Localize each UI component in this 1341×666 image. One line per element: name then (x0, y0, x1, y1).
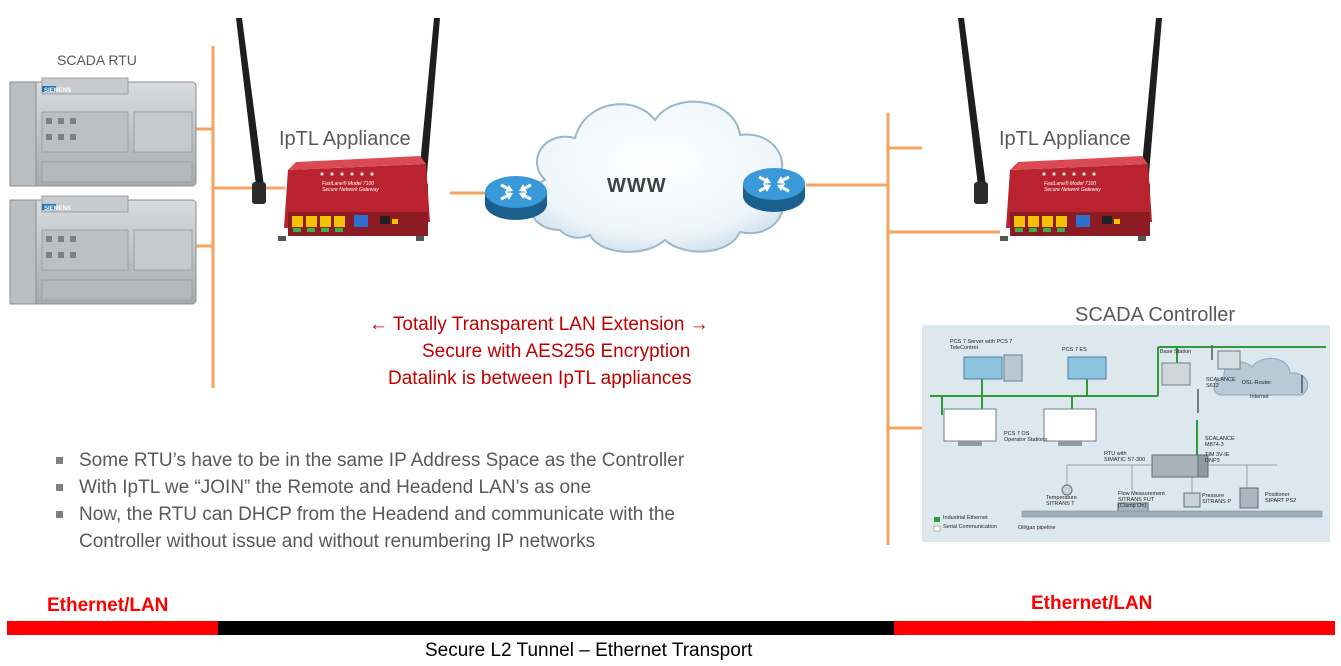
pcs7-server-label: PCS 7 Server with PCS 7 TeleControl (950, 339, 1013, 351)
pcs7-es-label: PCS 7 ES (1062, 347, 1087, 353)
www-label: WWW (607, 175, 667, 197)
base-station-label: Base Station (1160, 349, 1192, 355)
ethernet-bar-left (7, 621, 218, 635)
iptl-right-model: FastLane® Model 7100 Secure Network Gate… (1044, 181, 1101, 193)
tunnel-label: Secure L2 Tunnel – Ethernet Transport (425, 640, 753, 661)
lan-extension-text: ← Totally Transparent LAN Extension → (369, 314, 709, 335)
ethernet-lan-left-label: Ethernet/LAN (47, 595, 169, 616)
flow-label: Flow Measurement SITRANS FUT (Clamp On) (1118, 491, 1165, 509)
scada-rtu-label: SCADA RTU (57, 52, 137, 68)
router-right-icon (743, 168, 805, 212)
rtu-simatic-label: RTU with SIMATIC S7-300 (1104, 451, 1146, 463)
internet-cloud (528, 100, 785, 253)
iptl-appliance-left-label: IpTL Appliance (279, 128, 411, 150)
iptl-appliance-right (958, 18, 1162, 241)
pipeline-label: Oil/gas pipeline (1018, 525, 1056, 531)
pcs7-os-label: PCS 7 OS Operator Stations (1004, 431, 1048, 443)
explanation-list: Some RTU’s have to be in the same IP Add… (54, 447, 754, 555)
scada-controller-diagram: PCS 7 Server with PCS 7 TeleControl PCS … (922, 325, 1330, 542)
scada-controller-label: SCADA Controller (1075, 304, 1236, 326)
iptl-appliance-right-label: IpTL Appliance (999, 128, 1131, 150)
router-left-icon (485, 176, 547, 220)
tim-label: TIM 3V-IE DNP3 (1205, 452, 1230, 464)
iptl-appliance-left (236, 18, 440, 241)
iptl-left-model: FastLane® Model 7100 Secure Network Gate… (322, 181, 379, 193)
internet-label: Internet (1250, 394, 1269, 400)
ethernet-lan-right-label: Ethernet/LAN (1031, 593, 1153, 614)
scada-rtu-brand-top: SIEMENS (44, 88, 72, 94)
legend-ethernet-label: Industrial Ethernet (943, 515, 988, 521)
scada-rtu-brand-bottom: SIEMENS (44, 206, 72, 212)
positioner-label: Positioner SIPART PS2 (1265, 492, 1297, 504)
dsl-router-label: DSL-Router (1242, 380, 1272, 386)
list-item: Now, the RTU can DHCP from the Headend a… (54, 501, 754, 555)
scalance-m874-label: SCALANCE M874-3 (1205, 436, 1235, 448)
temperature-label: Temperature SITRANS T (1046, 495, 1077, 507)
encryption-text: Secure with AES256 Encryption (422, 341, 691, 362)
list-item: Some RTU’s have to be in the same IP Add… (54, 447, 754, 474)
datalink-text: Datalink is between IpTL appliances (388, 368, 692, 389)
scalance-s612-label: SCALANCE S612 (1206, 377, 1236, 389)
controller-network-drawing (930, 345, 1326, 532)
pressure-label: Pressure SITRANS P (1202, 493, 1232, 505)
list-item: With IpTL we “JOIN” the Remote and Heade… (54, 474, 754, 501)
tunnel-bar (218, 621, 894, 635)
scada-rtu-plc-bottom (9, 195, 197, 305)
ethernet-bar-right (894, 621, 1335, 635)
legend-serial-label: Serial Communication (943, 524, 997, 530)
scada-rtu-plc-top (9, 77, 197, 187)
